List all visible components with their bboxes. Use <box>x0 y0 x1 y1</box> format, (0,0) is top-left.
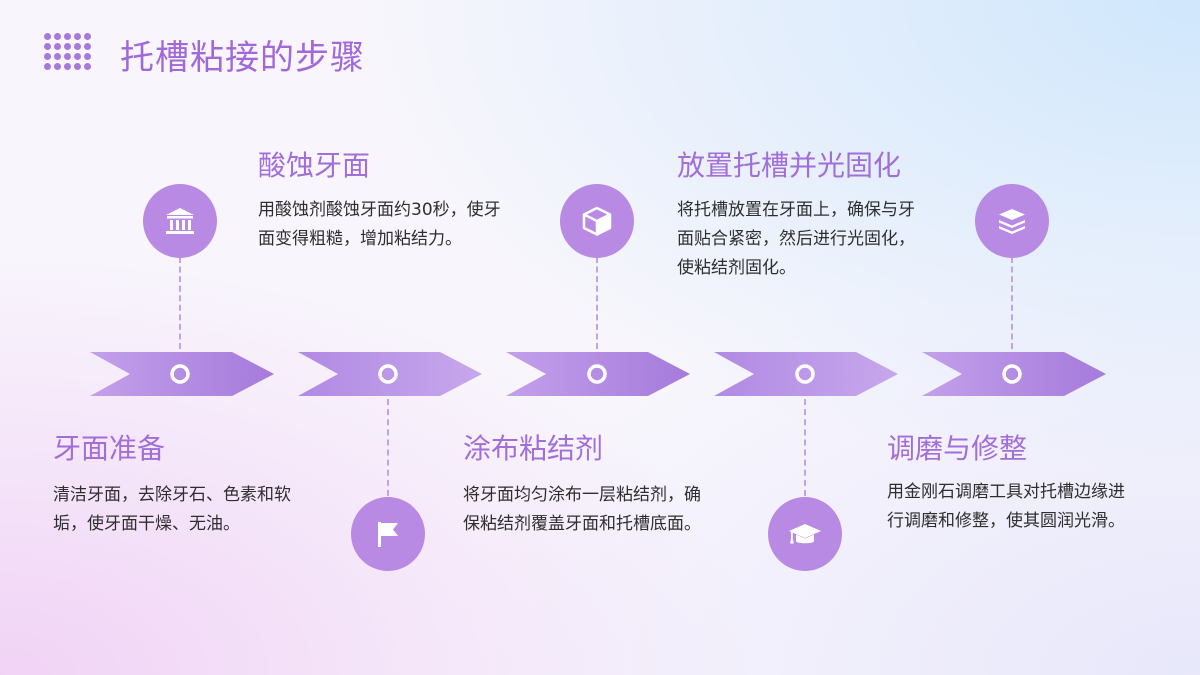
graduation-cap-icon <box>789 524 821 544</box>
connector-2 <box>179 257 181 349</box>
timeline-arrow-3 <box>506 352 690 396</box>
timeline-node-3 <box>587 364 607 384</box>
timeline-node-1 <box>170 364 190 384</box>
step-4-title: 放置托槽并光固化 <box>677 149 902 182</box>
connector-3 <box>804 399 806 496</box>
step-5-description: 用金刚石调磨工具对托槽边缘进行调磨和修整，使其圆润光滑。 <box>887 482 1125 531</box>
step-3-title: 涂布粘结剂 <box>463 432 604 465</box>
flag-icon <box>378 522 398 547</box>
step-2-description: 用酸蚀剂酸蚀牙面约30秒，使牙面变得粗糙，增加粘结力。 <box>258 200 501 249</box>
layers-icon <box>999 209 1025 234</box>
timeline-arrow-1 <box>90 352 274 396</box>
timeline-node-2 <box>378 364 398 384</box>
cube-icon <box>582 206 612 236</box>
connector-5 <box>1011 257 1013 349</box>
connector-1 <box>387 399 389 496</box>
icon-circle-3 <box>560 184 634 258</box>
step-4-description: 将托槽放置在牙面上，确保与牙面贴合紧密，然后进行光固化，使粘结剂固化。 <box>677 200 915 278</box>
step-3-description: 将牙面均匀涂布一层粘结剂，确保粘结剂覆盖牙面和托槽底面。 <box>463 485 701 534</box>
page-title: 托槽粘接的步骤 <box>120 38 365 78</box>
icon-circle-5 <box>975 184 1049 258</box>
timeline-arrow-4 <box>714 352 898 396</box>
step-5-title: 调磨与修整 <box>887 432 1028 465</box>
icon-circle-2 <box>143 184 217 258</box>
timeline-arrow-2 <box>298 352 482 396</box>
icon-circle-4 <box>768 497 842 571</box>
icon-circle-1 <box>351 497 425 571</box>
timeline-node-4 <box>795 364 815 384</box>
step-1-title: 牙面准备 <box>53 432 166 465</box>
step-2-title: 酸蚀牙面 <box>258 149 371 182</box>
timeline-node-5 <box>1002 364 1022 384</box>
timeline-arrow-5 <box>922 352 1106 396</box>
step-1-description: 清洁牙面，去除牙石、色素和软垢，使牙面干燥、无油。 <box>53 485 291 534</box>
decorative-dots <box>44 33 91 70</box>
bank-icon <box>166 208 194 234</box>
connector-4 <box>596 257 598 349</box>
